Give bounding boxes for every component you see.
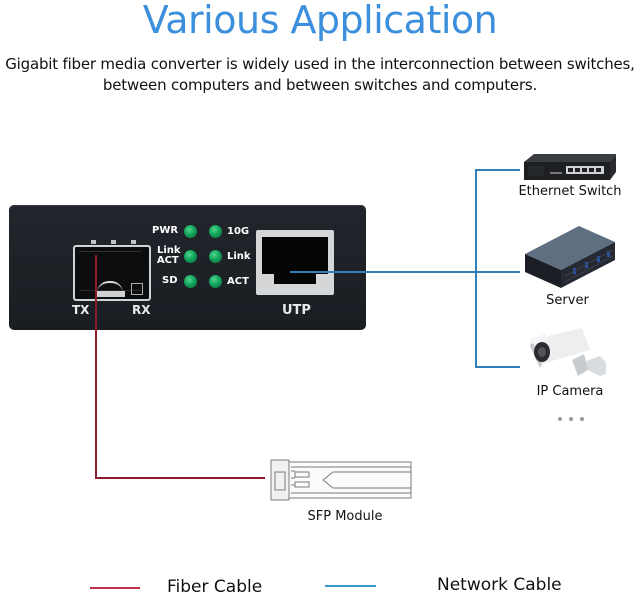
legend-network-line	[325, 585, 376, 587]
led-label-act: ACT	[156, 255, 179, 266]
network-cable-to-switch	[475, 169, 520, 171]
page-subtitle: Gigabit fiber media converter is widely …	[0, 54, 640, 96]
dot	[579, 417, 584, 421]
subtitle-line-2: between computers and between switches a…	[102, 76, 538, 94]
rj45-notch	[274, 274, 316, 284]
led-label-link-right: Link	[227, 251, 251, 262]
tx-label: TX	[72, 303, 90, 317]
legend-network-label: Network Cable	[437, 575, 562, 595]
utp-label: UTP	[282, 303, 311, 318]
ethernet-switch-icon	[524, 154, 616, 180]
led-10g	[209, 225, 222, 238]
ethernet-switch	[520, 152, 620, 184]
ip-camera	[528, 326, 610, 382]
led-act	[209, 275, 222, 288]
sfp-inner-shadow	[79, 251, 141, 291]
led-pwr	[184, 225, 197, 238]
network-cable-to-server	[475, 271, 520, 273]
led-label-pwr: PWR	[152, 225, 179, 236]
fiber-cable-vertical	[95, 255, 97, 479]
sfp-module-icon	[270, 459, 412, 501]
sfp-cage-tab	[91, 240, 96, 244]
sfp-fiber-port[interactable]	[73, 240, 151, 301]
led-sd	[184, 275, 197, 288]
rx-label: RX	[132, 303, 151, 317]
network-cable-main	[296, 271, 476, 273]
network-cable-plug	[290, 271, 370, 273]
led-label-link: Link	[157, 245, 181, 256]
dot	[557, 417, 562, 421]
server-icon	[525, 226, 615, 288]
network-cable-bus	[475, 169, 477, 368]
sfp-cage-tab	[111, 240, 116, 244]
rj45-socket	[262, 237, 328, 274]
sfp-rx-slot	[131, 283, 143, 295]
sfp-module	[265, 458, 415, 502]
legend-fiber-line	[90, 587, 140, 589]
legend-fiber-label: Fiber Cable	[167, 577, 263, 597]
led-link	[209, 250, 222, 263]
rj45-utp-port[interactable]	[256, 230, 334, 295]
ip-camera-icon	[530, 328, 606, 376]
led-link-act	[184, 250, 197, 263]
page-title: Various Application	[142, 0, 498, 42]
sfp-latch	[97, 281, 123, 295]
network-cable-to-camera	[475, 366, 520, 368]
sfp-pull-bar	[95, 291, 125, 297]
subtitle-line-1: Gigabit fiber media converter is widely …	[5, 55, 635, 73]
led-label-link-act: Link ACT	[157, 246, 181, 266]
sfp-module-label: SFP Module	[307, 509, 383, 524]
led-label-10g: 10G	[227, 226, 250, 237]
media-converter: TX RX PWR Link ACT SD 10G Link ACT UTP	[9, 205, 366, 330]
server	[523, 224, 617, 292]
ip-camera-label: IP Camera	[536, 384, 604, 399]
ethernet-switch-label: Ethernet Switch	[518, 184, 622, 199]
led-label-sd: SD	[162, 275, 178, 286]
led-label-act-right: ACT	[227, 276, 249, 287]
dot	[568, 417, 573, 421]
fiber-cable-horizontal	[95, 477, 265, 479]
server-label: Server	[546, 293, 589, 308]
sfp-cage-tab	[131, 240, 136, 244]
more-devices-indicator	[554, 408, 587, 426]
